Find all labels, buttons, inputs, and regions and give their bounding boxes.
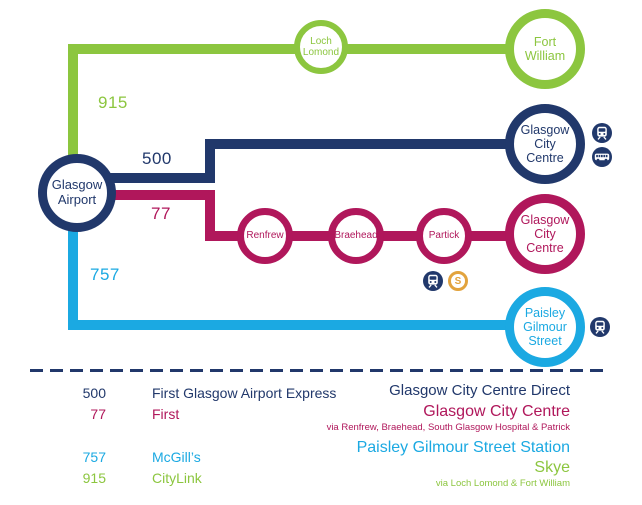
station-braehead: Braehead (328, 208, 384, 264)
legend-destination-757: Paisley Gilmour Street Station (356, 439, 570, 456)
legend-route-number-500: 500 (82, 385, 106, 401)
route-915-label: 915 (98, 93, 128, 112)
train-icon (592, 123, 612, 143)
station-label: William (524, 49, 566, 63)
route-757-label: 757 (90, 265, 120, 284)
station-label: Street (528, 334, 562, 348)
legend-operator-915: CityLink (152, 470, 202, 486)
train-icon (590, 317, 610, 337)
legend-destination-main: Skye (534, 459, 570, 476)
legend-route-number-915: 915 (82, 470, 106, 486)
station-label: Airport (57, 192, 97, 207)
station-label: Braehead (334, 230, 378, 242)
legend-destination-main: Glasgow City Centre (423, 403, 570, 420)
station-label: Renfrew (246, 230, 284, 242)
route-757-segment-horizontal (68, 320, 545, 330)
route-500-segment-horizontal (205, 139, 545, 149)
bus-icon (592, 147, 612, 167)
route-77-segment-exit (105, 190, 215, 200)
station-label: City Centre (526, 227, 564, 255)
legend-destination-via: via Renfrew, Braehead, South Glasgow Hos… (326, 421, 570, 433)
station-label: Fort (533, 35, 557, 49)
station-glasgow-city-centre-77: Glasgow City Centre (505, 194, 585, 274)
legend-route-number-77: 77 (90, 406, 106, 422)
station-label: Paisley (524, 306, 566, 320)
route-500-segment-vertical (205, 139, 215, 183)
legend-destination-via: via Loch Lomond & Fort William (435, 477, 570, 489)
station-label: City Centre (526, 137, 564, 165)
route-77-segment-vertical (205, 190, 215, 236)
route-500-label: 500 (142, 149, 172, 168)
station-label: Lomond (302, 47, 340, 58)
station-label: Loch (310, 35, 332, 47)
station-label: Glasgow (51, 177, 103, 193)
route-500-segment-exit (105, 173, 215, 183)
legend-operator-757: McGill’s (152, 449, 201, 465)
station-label: Gilmour (523, 320, 567, 334)
subway-icon-letter: S (454, 275, 462, 287)
route-757-segment-vertical (68, 225, 78, 330)
legend-operator-500: First Glasgow Airport Express (152, 385, 337, 401)
station-glasgow-city-centre-500: Glasgow City Centre (505, 104, 585, 184)
station-glasgow-airport: Glasgow Airport (38, 154, 116, 232)
subway-icon: S (448, 271, 468, 291)
train-icon (423, 271, 443, 291)
legend-route-number-757: 757 (82, 449, 106, 465)
station-partick: Partick (416, 208, 472, 264)
route-77-label: 77 (151, 204, 171, 223)
legend-destination-915: Skye via Loch Lomond & Fort William (435, 459, 570, 489)
legend-divider (30, 369, 610, 372)
station-label: Glasgow (520, 213, 570, 227)
legend-destination-77: Glasgow City Centre via Renfrew, Braehea… (326, 403, 570, 433)
station-renfrew: Renfrew (237, 208, 293, 264)
station-fort-william: Fort William (505, 9, 585, 89)
legend-destination-500: Glasgow City Centre Direct (389, 382, 570, 399)
station-loch-lomond: Loch Lomond (294, 20, 348, 74)
route-915-segment-vertical (68, 44, 78, 163)
station-label: Partick (428, 230, 460, 242)
station-label: Glasgow (520, 123, 570, 137)
station-paisley-gilmour-street: Paisley Gilmour Street (505, 287, 585, 367)
legend-operator-77: First (152, 406, 180, 422)
